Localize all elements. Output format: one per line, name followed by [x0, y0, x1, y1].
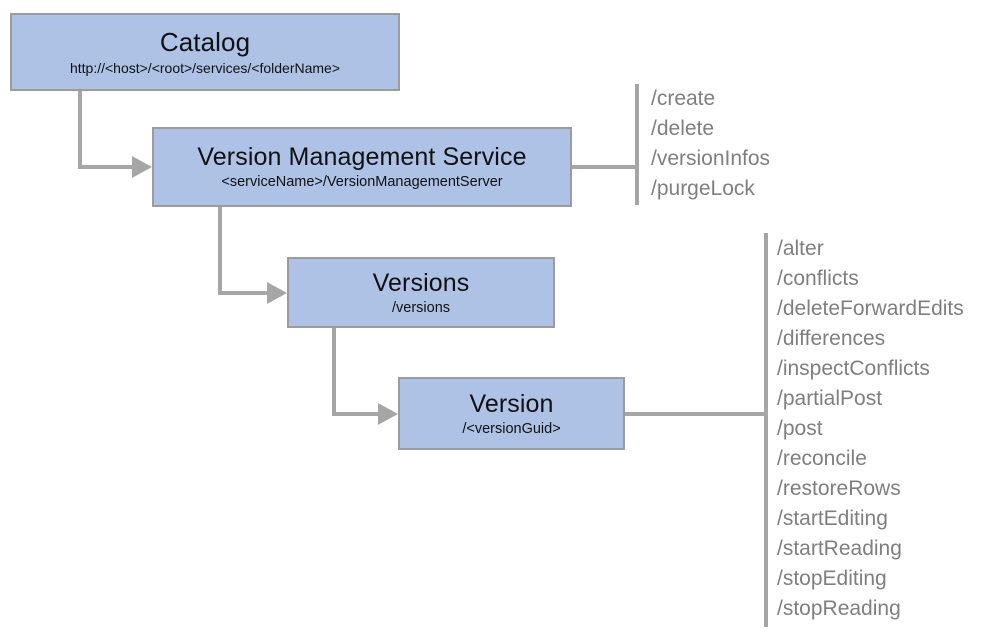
arrowhead-catalog-to-vms-icon — [132, 156, 152, 178]
connector-versions-to-version-vertical — [332, 328, 336, 416]
operation-item[interactable]: /stopEditing — [777, 567, 887, 590]
connector-catalog-to-vms-horizontal — [78, 165, 134, 169]
operation-item[interactable]: /reconcile — [777, 447, 867, 470]
node-version-path: /<versionGuid> — [462, 420, 561, 437]
node-version[interactable]: Version /<versionGuid> — [398, 377, 625, 450]
connector-version-to-operations — [624, 412, 768, 416]
node-versions-title: Versions — [372, 268, 470, 297]
operations-bracket-vms — [635, 84, 639, 205]
operation-item[interactable]: /conflicts — [777, 267, 859, 290]
operations-bracket-version — [764, 233, 768, 627]
operation-item[interactable]: /startReading — [777, 537, 902, 560]
operation-item[interactable]: /post — [777, 417, 823, 440]
operation-item[interactable]: /stopReading — [777, 597, 901, 620]
connector-versions-to-version-horizontal — [332, 412, 380, 416]
node-versions[interactable]: Versions /versions — [287, 257, 555, 328]
node-version-management-service-path: <serviceName>/VersionManagementServer — [221, 174, 503, 191]
node-catalog-path: http://<host>/<root>/services/<folderNam… — [69, 60, 341, 76]
connector-vms-to-versions-horizontal — [218, 291, 269, 295]
operation-item[interactable]: /differences — [777, 327, 886, 350]
operation-list-version-management-service: /create/delete/versionInfos/purgeLock — [651, 84, 770, 204]
node-version-management-service-title: Version Management Service — [197, 143, 527, 172]
node-catalog[interactable]: Catalog http://<host>/<root>/services/<f… — [10, 13, 400, 91]
node-versions-path: /versions — [391, 299, 451, 316]
arrowhead-versions-to-version-icon — [378, 403, 398, 425]
node-version-management-service[interactable]: Version Management Service <serviceName>… — [152, 127, 572, 207]
operation-item[interactable]: /versionInfos — [651, 147, 771, 170]
operation-item[interactable]: /delete — [651, 117, 715, 140]
operation-item[interactable]: /restoreRows — [777, 477, 901, 500]
operation-item[interactable]: /deleteForwardEdits — [777, 297, 964, 320]
node-version-title: Version — [469, 389, 554, 418]
operation-item[interactable]: /inspectConflicts — [777, 357, 930, 380]
operation-item[interactable]: /purgeLock — [651, 177, 755, 200]
arrowhead-vms-to-versions-icon — [267, 282, 287, 304]
operation-item[interactable]: /alter — [777, 237, 824, 260]
operation-item[interactable]: /create — [651, 87, 716, 110]
operation-list-version: /alter/conflicts/deleteForwardEdits/diff… — [777, 234, 964, 624]
connector-catalog-to-vms-vertical — [78, 91, 82, 169]
operation-item[interactable]: /startEditing — [777, 507, 888, 530]
operation-item[interactable]: /partialPost — [777, 387, 883, 410]
node-catalog-title: Catalog — [159, 26, 251, 57]
connector-vms-to-versions-vertical — [218, 207, 222, 295]
connector-vms-to-operations — [571, 165, 639, 169]
